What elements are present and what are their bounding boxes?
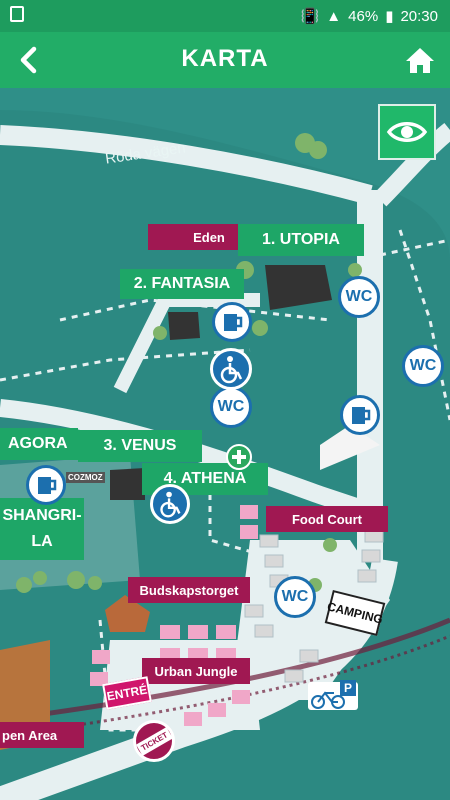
cozmoz-label: COZMOZ [66, 472, 105, 483]
beer-marker[interactable] [212, 302, 252, 342]
clock: 20:30 [400, 7, 438, 25]
beer-marker[interactable] [340, 395, 380, 435]
wc-marker-label: WC [345, 288, 373, 305]
camping-sign-label: CAMPING [325, 599, 385, 627]
entrance-sign-label: ENTRÉ [105, 682, 149, 704]
area-open-area-label: pen Area [2, 727, 58, 743]
area-budskapstorget-label: Budskapstorget [139, 582, 239, 598]
parking-sign: P [340, 680, 356, 696]
notification-icon [10, 6, 24, 22]
stage-utopia-label: 1. UTOPIA [262, 231, 340, 248]
area-urban-jungle[interactable]: Urban Jungle [142, 658, 250, 684]
eye-icon [386, 122, 428, 142]
area-food-court-label: Food Court [291, 511, 363, 527]
beer-icon [224, 314, 243, 331]
wc-marker[interactable]: WC [402, 345, 444, 387]
beer-icon [352, 407, 371, 424]
stage-venus[interactable]: 3. VENUS [78, 430, 202, 462]
ticket-label: TICKET [135, 726, 173, 756]
wc-marker-label: WC [281, 588, 309, 605]
stage-athena-label: 4. ATHENA [163, 470, 247, 487]
wheelchair-icon [160, 491, 181, 518]
beer-marker[interactable] [26, 465, 66, 505]
area-open-area[interactable]: pen Area [0, 722, 84, 748]
view-toggle-button[interactable] [378, 104, 436, 160]
area-budskapstorget[interactable]: Budskapstorget [128, 577, 250, 603]
wheelchair-marker[interactable] [210, 348, 252, 390]
wc-marker[interactable]: WC [274, 576, 316, 618]
first-aid-icon [232, 450, 246, 464]
stage-venus-label: 3. VENUS [103, 437, 177, 454]
vibrate-icon: 📳 [300, 8, 320, 25]
wc-marker[interactable]: WC [210, 386, 252, 428]
back-button[interactable] [10, 40, 50, 80]
beer-icon [38, 477, 57, 494]
battery-icon: ▮ [385, 8, 394, 25]
wc-marker-label: WC [217, 398, 245, 415]
bicycle-icon [311, 691, 345, 709]
first-aid-marker[interactable] [226, 444, 252, 470]
home-button[interactable] [400, 40, 440, 80]
chevron-left-icon [20, 46, 37, 74]
festival-map[interactable]: Röda vägen Eden 1. UTOPIA 2. FANTASIA 3.… [0, 88, 450, 800]
stage-fantasia-label: 2. FANTASIA [133, 275, 231, 292]
ticket-marker[interactable]: TICKET [133, 720, 175, 762]
home-icon [406, 48, 434, 73]
wheelchair-marker[interactable] [150, 484, 190, 524]
page-title: KARTA [181, 45, 269, 72]
stage-agora-label: AGORA [8, 435, 68, 452]
stage-shangrila-label: SHANGRI- LA [2, 507, 82, 550]
stage-fantasia[interactable]: 2. FANTASIA [120, 269, 244, 299]
stage-shangrila[interactable]: SHANGRI- LA [0, 498, 84, 560]
battery-level: 46% [348, 7, 379, 25]
area-food-court[interactable]: Food Court [266, 506, 388, 532]
stage-agora[interactable]: AGORA [0, 428, 78, 460]
map-base [0, 88, 450, 800]
stage-utopia[interactable]: 1. UTOPIA [238, 224, 364, 256]
wheelchair-icon [220, 356, 243, 384]
app-bar: KARTA [0, 32, 450, 88]
wc-marker[interactable]: WC [338, 276, 380, 318]
stage-eden-label: Eden [193, 229, 225, 245]
area-urban-jungle-label: Urban Jungle [154, 663, 238, 679]
status-right: 📳 ▲ 46% ▮ 20:30 [300, 7, 438, 26]
signal-icon: ▲ [326, 7, 342, 25]
status-bar: 📳 ▲ 46% ▮ 20:30 [0, 0, 450, 32]
wc-marker-label: WC [409, 357, 437, 374]
